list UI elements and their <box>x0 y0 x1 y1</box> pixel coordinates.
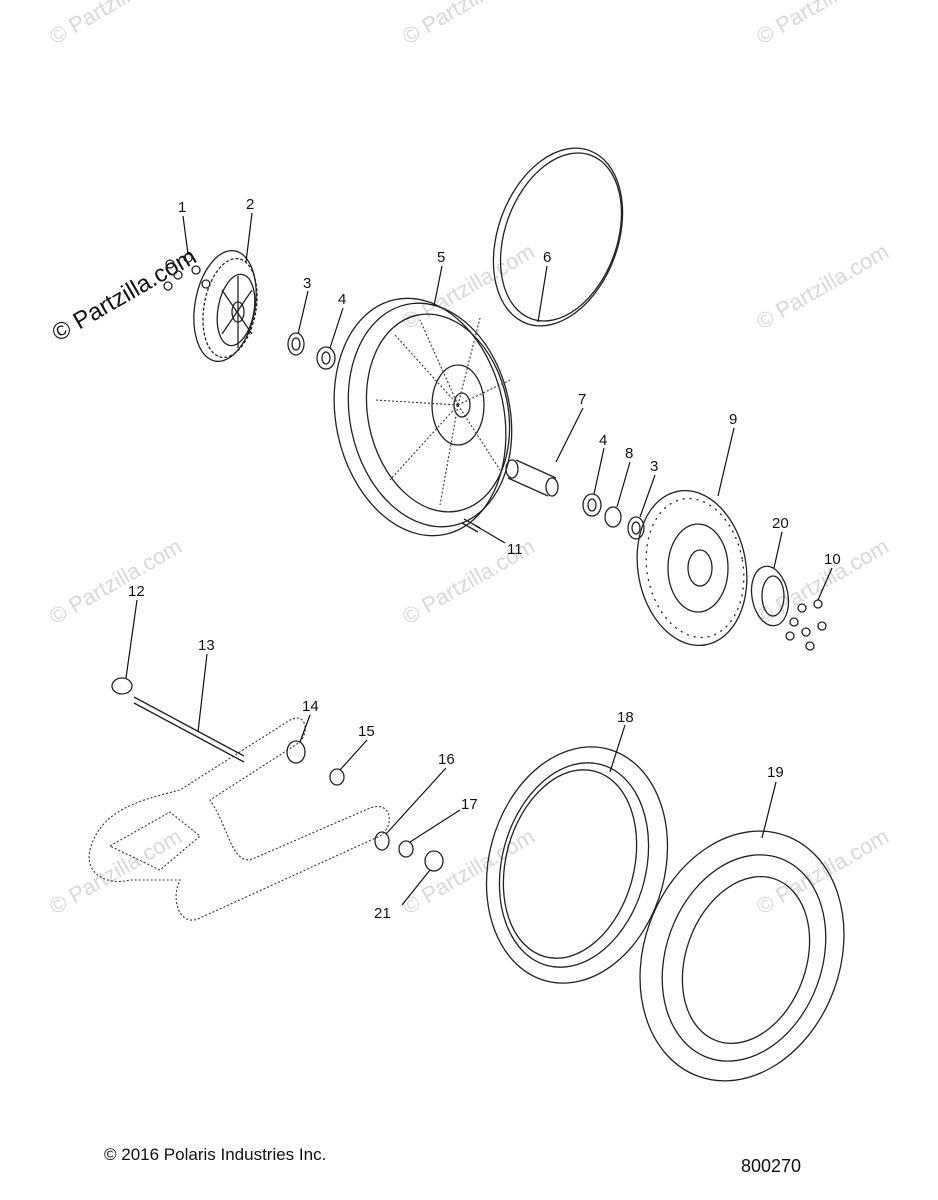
wheel-spokes <box>374 317 511 506</box>
part-21-spacer <box>424 850 444 872</box>
watermark-main: © Partzilla.com <box>48 243 202 347</box>
callout-8: 8 <box>625 445 633 462</box>
swingarm <box>88 717 390 921</box>
part-19-tire <box>639 830 845 1082</box>
callout-labels: 1 2 3 4 5 6 7 4 8 3 9 20 10 11 12 13 14 … <box>128 196 841 922</box>
callout-3: 3 <box>303 275 311 292</box>
callout-4: 4 <box>338 291 346 308</box>
callout-3-right: 3 <box>650 458 658 475</box>
part-7-sleeve <box>505 459 559 497</box>
watermark: © Partzilla.com <box>45 0 186 49</box>
watermark: © Partzilla.com <box>752 824 893 920</box>
part-13-pivot-shaft <box>133 696 245 763</box>
part-4-bearing-right <box>582 493 602 517</box>
copyright-notice: © 2016 Polaris Industries Inc. <box>104 1145 327 1164</box>
part-17-bushing <box>398 840 414 858</box>
callout-6: 6 <box>543 249 551 266</box>
part-3-seal-right <box>627 516 645 540</box>
part-16-washer <box>374 831 390 851</box>
part-2-pulley <box>193 249 258 363</box>
callout-5: 5 <box>437 249 445 266</box>
callout-7: 7 <box>578 391 586 408</box>
part-6-rim-strip <box>492 147 624 327</box>
part-8-circlip <box>604 506 622 528</box>
callout-21: 21 <box>374 905 391 922</box>
callout-14: 14 <box>302 698 319 715</box>
callout-17: 17 <box>461 796 478 813</box>
callout-2: 2 <box>246 196 254 213</box>
callout-15: 15 <box>358 723 375 740</box>
callout-19: 19 <box>767 764 784 781</box>
part-10-bolts <box>785 599 827 651</box>
callout-1: 1 <box>178 199 186 216</box>
part-5-spoke-wheel <box>333 297 513 537</box>
part-20-adapter <box>750 565 790 627</box>
part-3-seal <box>287 332 305 356</box>
callout-9: 9 <box>729 411 737 428</box>
part-4-bearing <box>316 346 336 370</box>
diagram-number: 800270 <box>741 1156 802 1176</box>
callout-4-right: 4 <box>599 432 607 449</box>
part-15-bushing <box>329 768 345 786</box>
part-12-clip <box>111 677 133 695</box>
callout-20: 20 <box>772 515 789 532</box>
callout-18: 18 <box>617 709 634 726</box>
callout-10: 10 <box>824 551 841 568</box>
callout-11: 11 <box>507 541 523 558</box>
watermark: © Partzilla.com <box>45 534 186 630</box>
watermark: © Partzilla.com <box>398 239 539 335</box>
part-18-tire <box>485 746 669 984</box>
watermark: © Partzilla.com <box>398 0 539 49</box>
watermark: © Partzilla.com <box>752 239 893 335</box>
watermark: © Partzilla.com <box>45 824 186 920</box>
callout-12: 12 <box>128 583 145 600</box>
callout-13: 13 <box>198 637 215 654</box>
watermark: © Partzilla.com <box>398 824 539 920</box>
part-14-bushing <box>286 740 306 764</box>
part-9-brake-rotor <box>636 489 748 647</box>
leader-lines <box>125 212 833 906</box>
watermark-layer: © Partzilla.com © Partzilla.com © Partzi… <box>45 0 893 919</box>
watermark: © Partzilla.com <box>752 534 893 630</box>
watermark: © Partzilla.com <box>752 0 893 49</box>
callout-16: 16 <box>438 751 455 768</box>
